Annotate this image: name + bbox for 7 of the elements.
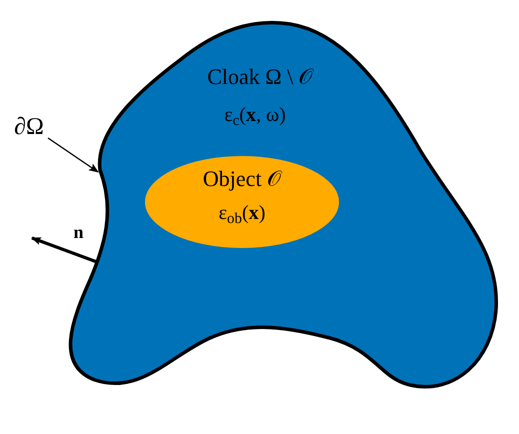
- region-label: ∂Ω: [13, 113, 45, 142]
- permittivity-label: ε$_{c}$(x, ω): [223, 103, 287, 128]
- region-label: Cloak Ω \ 𝒪: [206, 64, 315, 90]
- region-label: Object 𝒪: [202, 166, 284, 192]
- normal-arrow: [31, 236, 98, 264]
- permittivity-label: ε$_{ob}$(x): [218, 201, 266, 226]
- leader-arrow: [48, 137, 99, 173]
